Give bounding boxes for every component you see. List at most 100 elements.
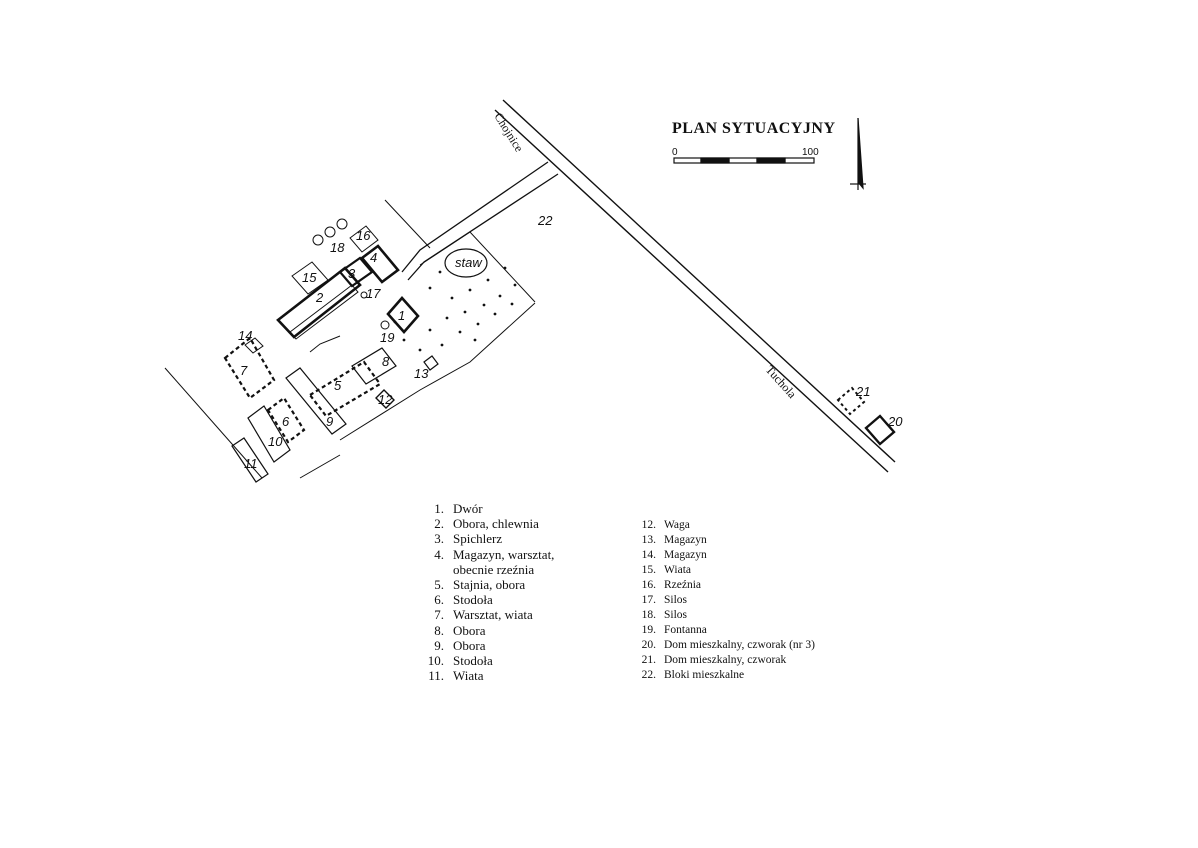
legend-item: 2. Obora, chlewnia [418, 516, 554, 531]
legend-item-number: 9. [434, 637, 444, 653]
building-4 [360, 244, 400, 284]
building-21 [836, 386, 866, 416]
building-2 [276, 266, 362, 339]
legend-item-number: 1. [434, 501, 444, 516]
legend-item-number: 18. [641, 609, 656, 621]
legend-item: 19. Fontanna [636, 623, 815, 638]
map-label-21: 21 [855, 384, 870, 399]
map-label-19: 19 [380, 330, 394, 345]
building-16 [349, 225, 379, 253]
legend-item-text: Spichlerz [453, 531, 503, 547]
map-label-1: 1 [398, 308, 405, 323]
building-20 [864, 414, 896, 446]
map-label-22: 22 [537, 213, 553, 228]
building-13 [423, 355, 439, 371]
plan-title: PLAN SYTUACYJNY [672, 120, 836, 137]
building-11 [231, 437, 269, 483]
legend-item-number: 12. [641, 519, 656, 531]
scale-bar [673, 157, 815, 164]
legend-item-text: Fontanna [664, 624, 707, 636]
legend-item: 14.Magazyn [636, 548, 815, 563]
map-label-5: 5 [334, 378, 342, 393]
legend-item-text: Silos [664, 609, 688, 621]
silos-18 [312, 218, 348, 246]
legend-item: 9. Obora [418, 638, 554, 653]
map-label-20: 20 [887, 414, 903, 429]
legend-item: 11.Wiata [418, 668, 554, 683]
building-7 [223, 336, 276, 400]
legend-item-number: 21. [641, 654, 656, 666]
map-label-7: 7 [240, 363, 248, 378]
building-2b [289, 284, 359, 340]
legend-item: 20. Dom mieszkalny, czworak (nr 3) [636, 638, 815, 653]
legend-item-text: Dom mieszkalny, czworak (nr 3) [664, 639, 815, 651]
map-label-15: 15 [302, 270, 317, 285]
legend-item-text: Obora [453, 637, 486, 653]
map-label-17: 17 [366, 286, 381, 301]
estate-boundary [164, 199, 536, 479]
map-label-3: 3 [348, 266, 356, 281]
legend-item-number: 8. [434, 622, 444, 638]
legend-item: 13.Magazyn [636, 533, 815, 548]
legend-item-number: 14. [641, 549, 656, 561]
legend-item: 21. Dom mieszkalny, czworak [636, 653, 815, 668]
legend-item-text: Dom mieszkalny, czworak [664, 654, 787, 666]
legend-item-text: Obora, chlewnia [453, 516, 539, 532]
map-label-18: 18 [330, 240, 345, 255]
legend-item-number: 13. [641, 534, 656, 546]
pond-label: staw [455, 255, 483, 270]
legend-item-text: Rzeźnia [664, 579, 702, 591]
building-15 [291, 261, 329, 295]
legend-item: 15. Wiata [636, 563, 815, 578]
legend-item: 6.Stodoła [418, 592, 554, 607]
map-label-9: 9 [326, 414, 333, 429]
map-label-16: 16 [356, 228, 371, 243]
legend-item-text: Dwór [453, 501, 483, 516]
legend-item-number: 20. [641, 639, 656, 651]
building-1 [386, 296, 420, 334]
legend-item-text: Wiata [453, 668, 484, 684]
main-road [494, 99, 896, 473]
park-area [419, 231, 536, 303]
building-6 [266, 396, 306, 444]
building-labels: 1 2 3 4 5 6 7 8 9 10 11 12 13 14 15 16 1… [238, 213, 903, 471]
legend-item-text: Silos [664, 594, 688, 606]
map-label-11: 11 [244, 456, 258, 471]
legend-item: 22. Bloki mieszkalne [636, 668, 815, 683]
legend-item: 18. Silos [636, 608, 815, 623]
building-5 [308, 360, 382, 418]
legend-item-text: Stodoła [453, 592, 493, 608]
legend-item-text: Wiata [664, 564, 691, 576]
map-label-13: 13 [414, 366, 429, 381]
legend-item-text: Magazyn, warsztat, obecnie rzeźnia [453, 546, 555, 577]
pond [444, 248, 488, 278]
legend-item: 3.Spichlerz [418, 531, 554, 546]
legend-item-number: 7. [434, 607, 444, 623]
legend-item-number: 10. [427, 653, 444, 669]
map-label-10: 10 [268, 434, 283, 449]
building-10 [247, 405, 291, 463]
legend-item-number: 22. [641, 669, 656, 681]
map-label-14: 14 [238, 328, 252, 343]
legend-item: 5.Stajnia, obora [418, 577, 554, 592]
legend-item-text: Stodoła [453, 653, 493, 669]
legend-item: 10. Stodoła [418, 653, 554, 668]
legend-item-number: 15. [641, 564, 656, 576]
fountain-19 [380, 320, 390, 330]
map-label-2: 2 [315, 290, 324, 305]
legend-item-text: Waga [664, 519, 690, 531]
legend-item-text: Warsztat, wiata [453, 607, 533, 623]
legend-item-number: 2. [434, 516, 444, 532]
legend-item-text: Obora [453, 622, 486, 638]
silo-17 [360, 291, 368, 299]
legend-item-number: 19. [641, 624, 656, 636]
legend-item: 17.Silos [636, 593, 815, 608]
map-label-6: 6 [282, 414, 290, 429]
map-label-4: 4 [370, 250, 377, 265]
legend-item-text: Bloki mieszkalne [664, 669, 745, 681]
scale-end-label: 100 [802, 147, 819, 158]
legend-item: 4.Magazyn, warsztat, obecnie rzeźnia [418, 547, 554, 577]
